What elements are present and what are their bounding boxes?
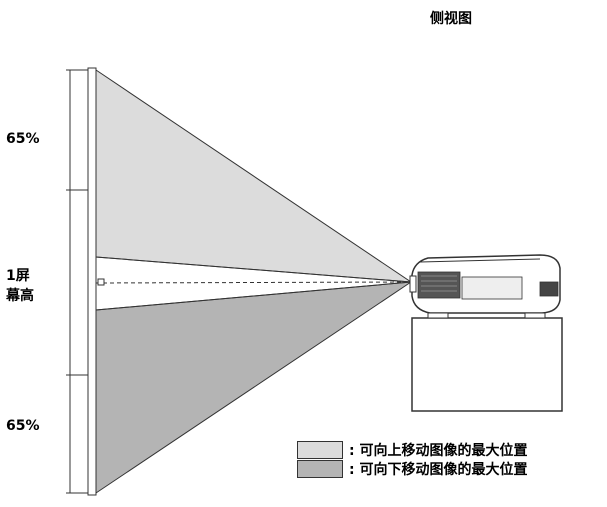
legend-swatch-up: [297, 441, 343, 459]
legend-swatch-down: [297, 460, 343, 478]
legend-item-down: : 可向下移动图像的最大位置: [297, 459, 527, 479]
upper-shift-region: [95, 69, 413, 283]
optical-axis-dashed: [95, 281, 412, 284]
diagram-title: 侧视图: [430, 11, 472, 27]
upper-percent-label: 65%: [6, 131, 40, 147]
legend-text-up: : 可向上移动图像的最大位置: [349, 443, 528, 459]
legend-item-up: : 可向上移动图像的最大位置: [297, 440, 527, 460]
beam-line-top: [95, 256, 412, 283]
legend-text-down: : 可向下移动图像的最大位置: [349, 462, 528, 478]
screen: [87, 67, 97, 496]
beam-line-bottom: [95, 281, 412, 311]
projector-table: [411, 317, 563, 412]
screen-height-label: 1屏 幕高: [6, 268, 34, 304]
right-angle-marker: [97, 278, 105, 286]
projector-icon: [409, 254, 561, 319]
lower-percent-label: 65%: [6, 418, 40, 434]
